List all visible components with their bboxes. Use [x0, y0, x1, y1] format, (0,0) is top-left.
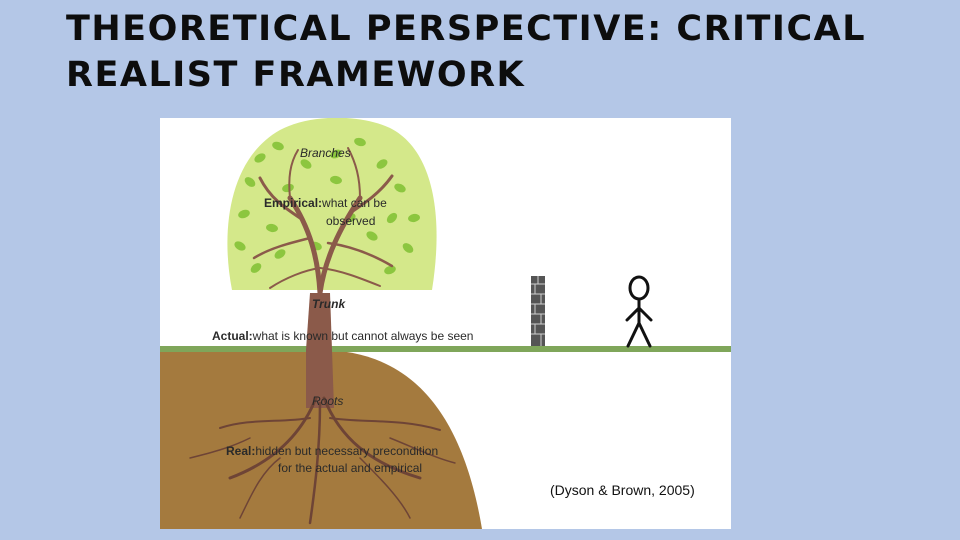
roots: [189, 396, 456, 525]
leaves: [234, 137, 420, 275]
real-label: Real:hidden but necessary precondition: [226, 444, 438, 458]
citation: (Dyson & Brown, 2005): [550, 482, 695, 498]
brick-wall-icon: [531, 276, 545, 346]
trunk-label: Trunk: [312, 297, 346, 311]
tree-illustration: [160, 118, 731, 529]
actual-label: Actual:what is known but cannot always b…: [212, 329, 473, 343]
ground-line: [160, 346, 731, 352]
real-description-line2: for the actual and empirical: [278, 461, 423, 475]
branches-label: Branches: [300, 146, 351, 160]
empirical-description-line2: observed: [326, 214, 376, 228]
real-term: Real:: [226, 444, 256, 458]
empirical-label: Empirical:what can be: [264, 196, 387, 210]
title-line-1: THEORETICAL PERSPECTIVE: CRITICAL: [66, 9, 867, 49]
actual-term: Actual:: [212, 329, 253, 343]
stick-figure-icon: [625, 275, 653, 348]
empirical-description-line1: what can be: [322, 196, 387, 210]
real-description-line1: hidden but necessary precondition: [255, 444, 439, 458]
empirical-term: Empirical:: [264, 196, 323, 210]
soil-dome: [160, 350, 482, 529]
roots-label: Roots: [312, 394, 344, 408]
actual-description: what is known but cannot always be seen: [252, 329, 474, 343]
slide-title: THEORETICAL PERSPECTIVE: CRITICAL REALIS…: [66, 6, 926, 98]
title-line-2: REALIST FRAMEWORK: [66, 55, 526, 95]
branches: [252, 147, 394, 296]
trunk: [306, 293, 334, 408]
critical-realist-tree-figure: Branches Empirical:what can be observed …: [160, 118, 731, 529]
